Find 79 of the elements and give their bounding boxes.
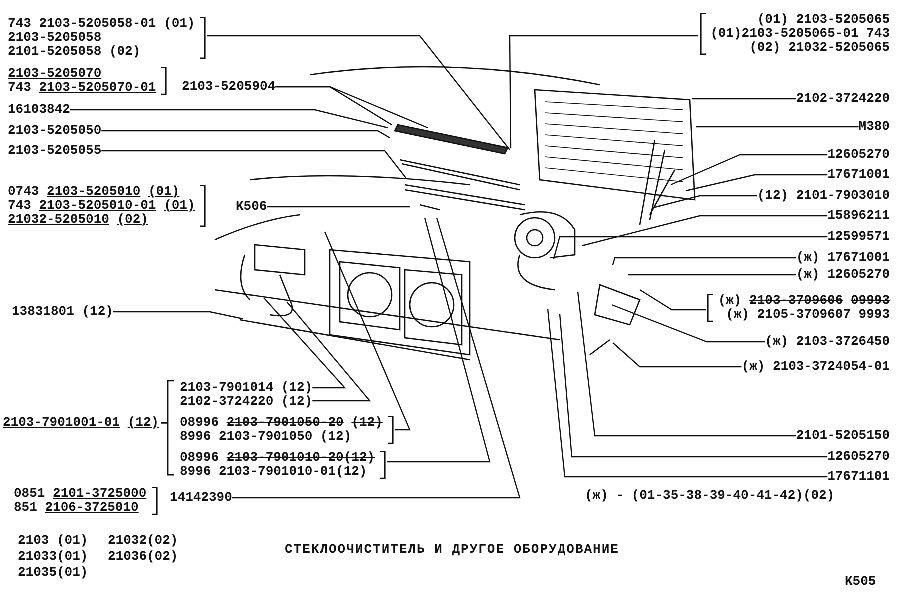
- leader-line: [113, 311, 244, 320]
- part-number: (ж) 17671001: [796, 251, 890, 265]
- leader-line: [582, 215, 828, 247]
- model-code: 21036(02): [108, 550, 178, 564]
- leader-line: [577, 292, 796, 437]
- part-number: 0851 2101-3725000: [14, 487, 147, 501]
- part-number: 2103-5205055: [8, 144, 102, 158]
- part-number: 17671001: [828, 168, 890, 182]
- part-number: 2103-7901001-01 (12): [3, 416, 160, 430]
- leader-line: [628, 274, 796, 276]
- part-number: (12) 2101-7903010: [757, 189, 890, 203]
- leader-line: [670, 154, 828, 186]
- part-number: 8996 2103-7901010-01(12): [180, 465, 368, 479]
- part-number: (01)2103-5205065-01 743: [710, 27, 890, 41]
- leader-line: [696, 126, 859, 128]
- part-number: 2101-5205058 (02): [8, 45, 142, 59]
- part-number: 2103-5205058: [8, 31, 103, 45]
- part-number: 2102-3724220: [796, 92, 890, 106]
- leader-line: [640, 290, 706, 311]
- leader-line: [509, 35, 699, 148]
- part-number: 2103-5205050: [8, 124, 102, 138]
- part-number: 13831801 (12): [12, 305, 114, 319]
- part-number: (02) 21032-5205065: [748, 41, 890, 55]
- part-number: (ж) 2103-3709606 09993: [718, 294, 890, 308]
- leader-line: [276, 86, 392, 126]
- leader-line: [387, 218, 491, 463]
- part-number: 21032-5205010 (02): [8, 213, 150, 227]
- part-number: 743 2103-5205010-01 (01): [8, 199, 196, 213]
- part-number: 12605270: [828, 450, 890, 464]
- part-number: 14142390: [170, 491, 232, 505]
- page-code: K505: [845, 575, 876, 589]
- leader-line: [324, 232, 411, 431]
- leader-line: [612, 257, 796, 266]
- leader-line: [559, 314, 828, 458]
- part-number: 2103-7901014 (12): [180, 381, 313, 395]
- part-number: 2101-5205150: [796, 429, 890, 443]
- leader-line: [612, 342, 742, 368]
- part-number: (ж) 12605270: [796, 268, 890, 282]
- part-number: (ж) 2103-3724054-01: [742, 360, 890, 374]
- part-number: 2103-5205904: [182, 80, 276, 94]
- leader-line: [686, 174, 828, 192]
- leader-line: [612, 304, 766, 343]
- leader-line: [102, 150, 406, 178]
- part-number: 16103842: [8, 103, 70, 117]
- part-number: 8996 2103-7901050 (12): [180, 430, 353, 444]
- leader-line: [652, 195, 758, 209]
- part-number: 743 2103-5205058-01 (01): [8, 17, 196, 31]
- leader-line: [267, 206, 410, 208]
- model-code: 21035(01): [18, 566, 88, 580]
- leader-line: [547, 308, 828, 478]
- part-number: 08996 2103-7901010-20(12): [180, 451, 376, 465]
- leader-line: [286, 302, 372, 402]
- part-number: 0743 2103-5205010 (01): [8, 185, 181, 199]
- title: СТЕКЛООЧИСТИТЕЛЬ И ДРУГОЕ ОБОРУДОВАНИЕ: [285, 543, 620, 557]
- part-number: K506: [236, 200, 268, 214]
- part-number: (01) 2103-5205065: [756, 13, 890, 27]
- part-number: 08996 2103-7901050-20 (12): [180, 416, 383, 430]
- leader-line: [207, 35, 510, 150]
- footnote: (ж) - (01-35-38-39-40-41-42)(02): [585, 489, 835, 503]
- part-number: 2103-5205070: [8, 67, 103, 81]
- leader-line: [70, 109, 388, 129]
- part-number: 17671101: [828, 470, 890, 484]
- leader-line: [692, 98, 796, 100]
- part-number: 851 2106-3725010: [14, 501, 140, 515]
- part-number: 2102-3724220 (12): [180, 395, 313, 409]
- part-number: (ж) 2103-3726450: [765, 335, 890, 349]
- leader-line: [553, 236, 828, 260]
- part-number: 743 2103-5205070-01: [8, 81, 156, 95]
- part-number: M380: [858, 120, 890, 134]
- leader-line: [232, 218, 521, 499]
- model-code: 2103 (01): [18, 534, 88, 548]
- model-code: 21032(02): [108, 534, 178, 548]
- part-number: 12599571: [828, 230, 890, 244]
- model-code: 21033(01): [18, 550, 88, 564]
- part-number: 12605270: [828, 148, 890, 162]
- part-number: 15896211: [828, 209, 890, 223]
- part-number: (ж) 2105-3709607 9993: [725, 308, 890, 322]
- leader-line: [102, 130, 390, 139]
- leader-line: [264, 298, 346, 389]
